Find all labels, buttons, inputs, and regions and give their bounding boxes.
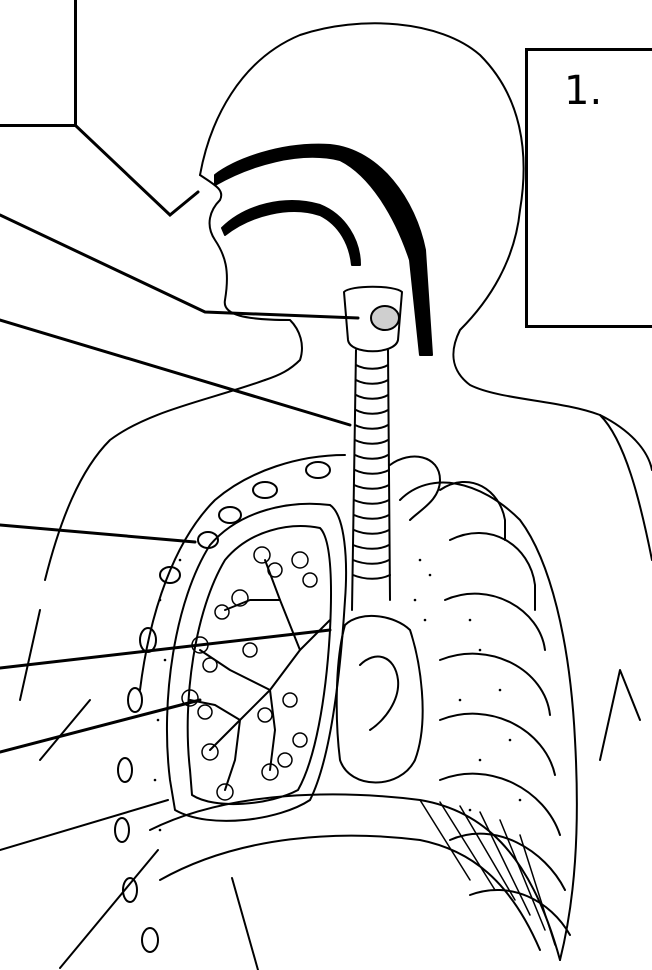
label-box-top-left[interactable] xyxy=(0,0,77,127)
lung-left-inner xyxy=(188,526,331,804)
chest-outline xyxy=(140,455,345,690)
heart-inner xyxy=(360,657,398,730)
leader-larynx xyxy=(0,215,358,318)
diaphragm-lower xyxy=(160,836,540,950)
leader-bronchus xyxy=(0,630,330,668)
bronchial-tree xyxy=(190,560,330,790)
leader-pleura xyxy=(60,850,158,968)
alveoli xyxy=(182,547,317,800)
torso-left xyxy=(45,380,265,580)
label-box-number: 1. xyxy=(564,71,602,111)
larynx-detail xyxy=(371,306,399,330)
leader-box-top-left xyxy=(75,125,198,215)
leader-bronchiole xyxy=(0,700,200,752)
leader-rib xyxy=(0,525,195,542)
diaphragm xyxy=(150,794,560,960)
mouth-cavity xyxy=(222,201,360,265)
lung-left xyxy=(167,504,346,821)
leader-diaphragm xyxy=(232,878,258,970)
right-ribs xyxy=(440,482,570,935)
right-arm-line xyxy=(600,670,640,760)
rib-sections xyxy=(115,462,330,952)
torso-right-arm xyxy=(600,415,652,560)
trachea-rings xyxy=(353,365,390,579)
heart xyxy=(337,616,423,783)
leader-alveoli xyxy=(0,800,168,850)
label-box-top-right[interactable]: 1. xyxy=(525,48,652,328)
trachea xyxy=(352,350,390,610)
right-lung-outline xyxy=(400,483,577,960)
